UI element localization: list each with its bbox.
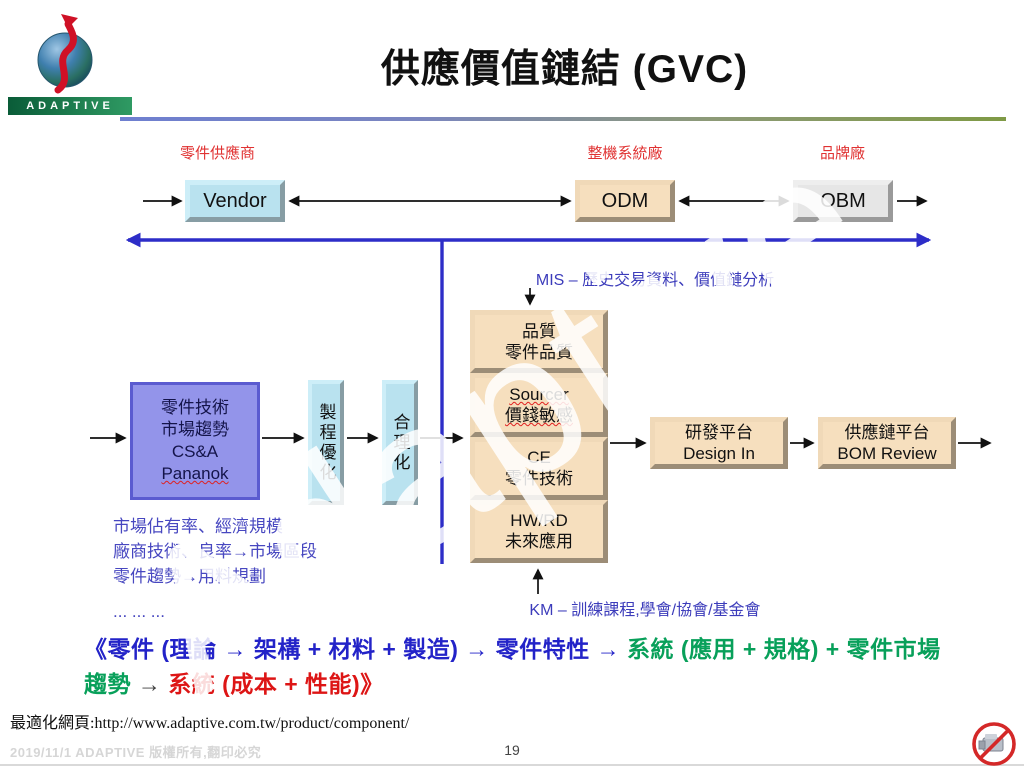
stack-hwrd-line1: HW/RD — [510, 511, 568, 531]
statement-arrow-segment: → — [137, 671, 169, 697]
stack-box-hwrd: HW/RD 未來應用 — [470, 499, 608, 563]
adaptive-logo-wordmark: ADAPTIVE — [8, 97, 132, 115]
page-number: 19 — [504, 742, 520, 758]
stack-box-quality: 品質 零件品質 — [470, 310, 608, 374]
cs-box-line1: 零件技術 — [161, 398, 229, 417]
stack-box-sourcer: Sourcer 價錢敏感 — [470, 373, 608, 437]
stage-label-odm: 整機系統廠 — [587, 145, 663, 162]
no-camera-icon — [972, 722, 1016, 766]
stack-ce-line1: CE — [527, 448, 551, 468]
header-divider — [120, 117, 1006, 121]
note-line-1: 市場佔有率、經濟規模 — [113, 517, 283, 536]
stage-label-vendor: 零件供應商 — [179, 145, 255, 162]
design-in-platform-box: 研發平台 Design In — [650, 417, 788, 469]
note-line-3: 零件趨勢→用料規劃 — [113, 567, 266, 586]
adaptive-globe-logo-icon — [37, 14, 93, 94]
note-line-4: ... ... ... — [113, 602, 165, 621]
bom-review-line2: BOM Review — [837, 444, 937, 463]
stage-label-obm: 品牌廠 — [819, 145, 865, 162]
stack-hwrd-line2: 未來應用 — [505, 532, 573, 552]
statement-blue-segment: 《零件 (理論 → 架構 + 材料 + 製造) → 零件特性 → — [84, 636, 627, 662]
slide-title: 供應價值鏈結 (GVC) — [380, 48, 749, 91]
bottom-divider — [0, 764, 1024, 766]
knowledge-stack: 品質 零件品質 Sourcer 價錢敏感 CE 零件技術 HW/RD 未來應用 — [470, 310, 608, 563]
stack-ce-line2: 零件技術 — [505, 469, 573, 489]
vendor-box: Vendor — [185, 180, 285, 222]
stack-quality-line2: 零件品質 — [505, 342, 573, 362]
black-arrows — [90, 195, 992, 594]
note-line-2: 廠商技術、良率→市場區段 — [113, 542, 317, 561]
statement-red-segment: 系統 (成本 + 性能)》 — [168, 671, 384, 697]
component-tech-box: 零件技術 市場趨勢 CS&A Pananok — [130, 382, 260, 500]
statement-green-segment: 系統 (應用 + 規格) + 零件市場 — [626, 636, 941, 662]
optimized-url-line: 最適化網頁:http://www.adaptive.com.tw/product… — [10, 715, 410, 732]
process-vbox-1: 製程優化 — [308, 380, 344, 505]
bom-review-platform-box: 供應鏈平台 BOM Review — [818, 417, 956, 469]
cs-box-line4: Pananok — [161, 464, 229, 483]
odm-box: ODM — [575, 180, 675, 222]
stack-sourcer-line2: 價錢敏感 — [505, 405, 573, 425]
cs-box-line3: CS&A — [171, 442, 219, 461]
cs-box-line2: 市場趨勢 — [161, 420, 229, 439]
bom-review-line1: 供應鏈平台 — [844, 423, 930, 442]
km-annotation: KM – 訓練課程,學會/協會/基金會 — [529, 602, 761, 619]
copyright-footer: 2019/11/1 ADAPTIVE 版權所有,翻印必究 — [10, 745, 262, 760]
design-in-line1: 研發平台 — [685, 423, 753, 442]
obm-box: OBM — [793, 180, 893, 222]
summary-statement: 《零件 (理論 → 架構 + 材料 + 製造) → 零件特性 → 系統 (應用 … — [84, 632, 964, 702]
blue-span-lines — [125, 232, 932, 564]
market-notes: 市場佔有率、經濟規模 廠商技術、良率→市場區段 零件趨勢→用料規劃 ... ..… — [113, 514, 317, 624]
design-in-line2: Design In — [683, 444, 755, 463]
stack-box-ce: CE 零件技術 — [470, 436, 608, 500]
statement-green-segment2: 趨勢 — [84, 671, 138, 697]
mis-annotation: MIS – 歷史交易資料、價值鏈分析 — [535, 272, 775, 289]
stack-sourcer-line1: Sourcer — [509, 384, 569, 404]
stack-quality-line1: 品質 — [522, 321, 556, 341]
process-vbox-2: 合理化 — [382, 380, 418, 505]
